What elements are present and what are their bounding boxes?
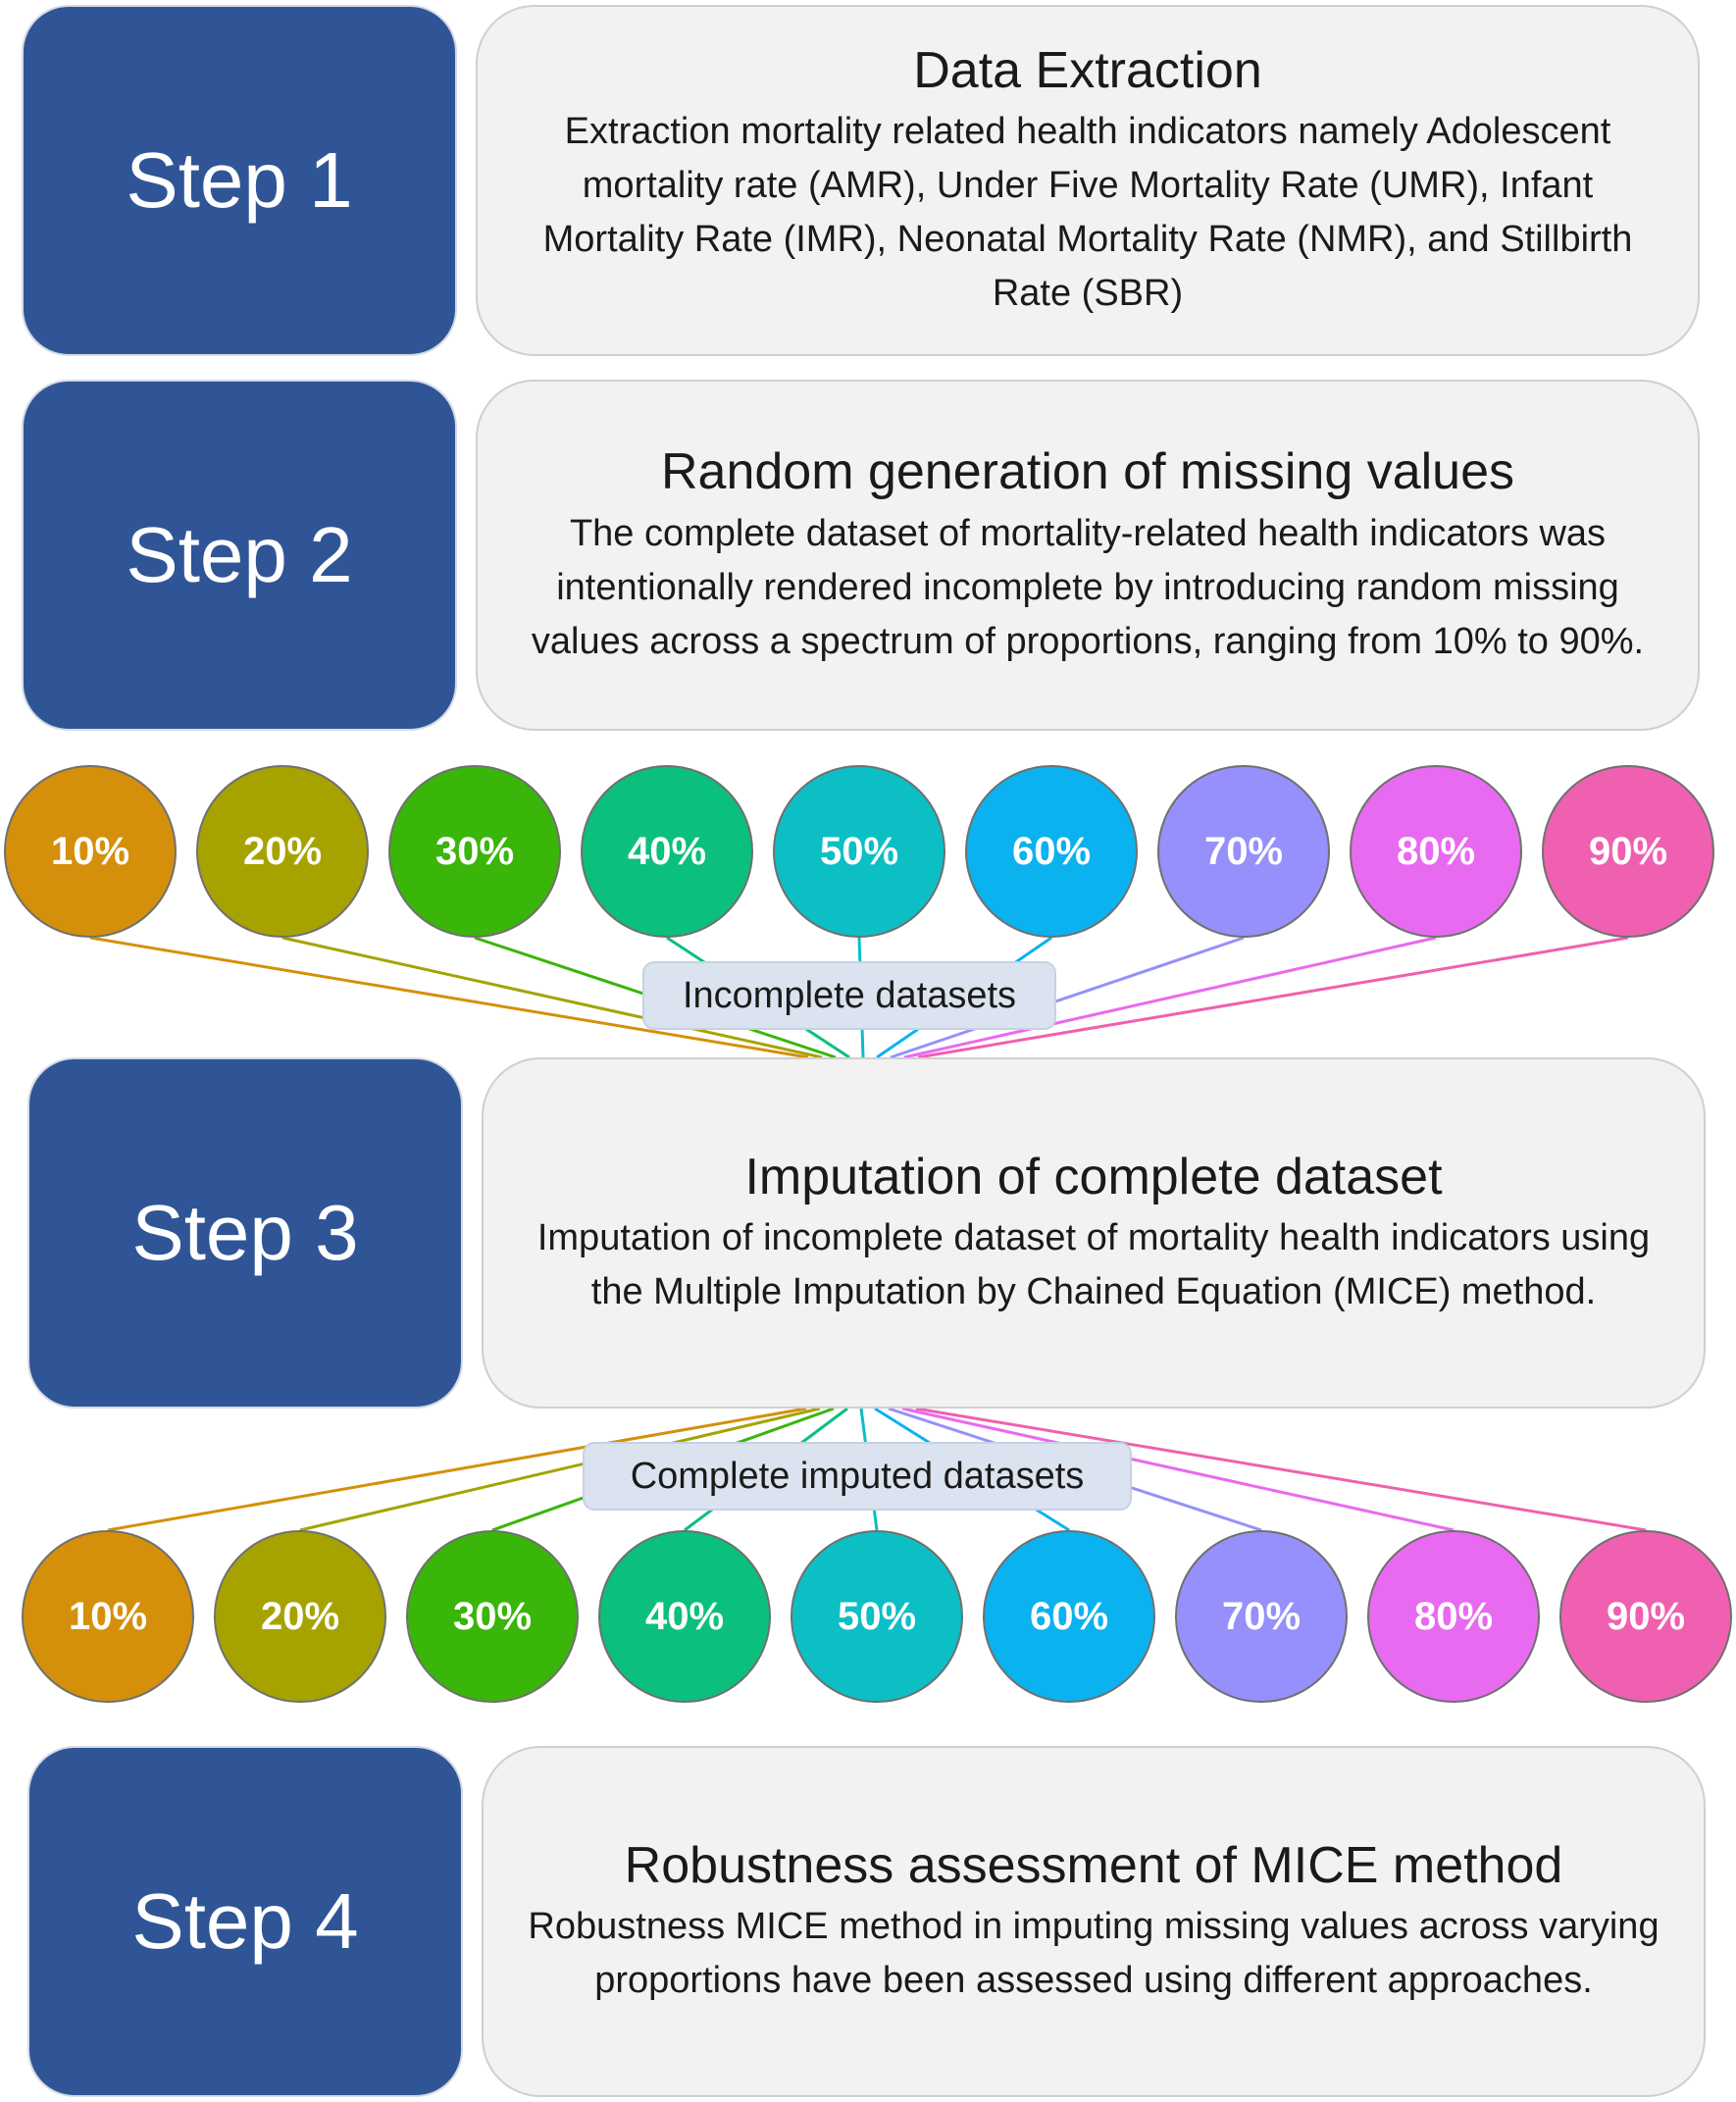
imputed-circle-9: 90% — [1559, 1530, 1732, 1703]
step-1-label: Step 1 — [126, 136, 353, 224]
step-3-body: Imputation of incomplete dataset of mort… — [536, 1217, 1651, 1313]
imputed-circle-1: 10% — [22, 1530, 194, 1703]
step-1-box: Step 1 — [22, 5, 457, 356]
imputed-circle-3: 30% — [406, 1530, 579, 1703]
step-3-box: Step 3 — [27, 1057, 463, 1409]
incomplete-link-line-9 — [917, 936, 1629, 1059]
step-3-label: Step 3 — [131, 1189, 359, 1276]
imputed-link-line-1 — [107, 1407, 807, 1532]
step-1-description: Data Extraction Extraction mortality rel… — [476, 5, 1700, 356]
step-1-body: Extraction mortality related health indi… — [542, 111, 1633, 315]
imputed-link-line-8 — [901, 1407, 1455, 1532]
imputed-circle-8: 80% — [1367, 1530, 1540, 1703]
incomplete-link-line-1 — [89, 936, 809, 1059]
incomplete-link-line-2 — [281, 936, 823, 1059]
incomplete-link-line-8 — [903, 936, 1437, 1059]
imputed-link-line-2 — [299, 1407, 821, 1532]
step-4-description: Robustness assessment of MICE method Rob… — [482, 1746, 1706, 2097]
incomplete-circle-4: 40% — [581, 765, 753, 938]
incomplete-circle-1: 10% — [4, 765, 177, 938]
step-3-title: Imputation of complete dataset — [744, 1148, 1443, 1205]
step-3-description: Imputation of complete dataset Imputatio… — [482, 1057, 1706, 1409]
imputed-circle-5: 50% — [791, 1530, 963, 1703]
incomplete-circle-6: 60% — [965, 765, 1138, 938]
incomplete-circle-5: 50% — [773, 765, 945, 938]
step-4-title: Robustness assessment of MICE method — [624, 1836, 1563, 1894]
incomplete-link-line-7 — [890, 936, 1245, 1059]
complete-imputed-datasets-label: Complete imputed datasets — [583, 1442, 1132, 1511]
step-2-title: Random generation of missing values — [660, 443, 1515, 501]
step-4-box: Step 4 — [27, 1746, 463, 2097]
incomplete-circle-9: 90% — [1542, 765, 1714, 938]
step-4-body: Robustness MICE method in imputing missi… — [528, 1906, 1659, 2002]
imputed-link-line-9 — [915, 1407, 1647, 1532]
step-4-label: Step 4 — [131, 1877, 359, 1965]
incomplete-circle-8: 80% — [1350, 765, 1522, 938]
step-2-label: Step 2 — [126, 511, 353, 598]
incomplete-circle-7: 70% — [1157, 765, 1330, 938]
step-2-box: Step 2 — [22, 380, 457, 731]
incomplete-circle-3: 30% — [388, 765, 561, 938]
step-2-description: Random generation of missing values The … — [476, 380, 1700, 731]
imputed-circle-6: 60% — [983, 1530, 1155, 1703]
imputed-circle-4: 40% — [598, 1530, 771, 1703]
step-1-title: Data Extraction — [913, 41, 1262, 99]
incomplete-datasets-label: Incomplete datasets — [642, 961, 1056, 1030]
incomplete-circle-2: 20% — [196, 765, 369, 938]
step-2-body: The complete dataset of mortality-relate… — [531, 512, 1645, 662]
imputed-circle-7: 70% — [1175, 1530, 1348, 1703]
imputed-circle-2: 20% — [214, 1530, 386, 1703]
